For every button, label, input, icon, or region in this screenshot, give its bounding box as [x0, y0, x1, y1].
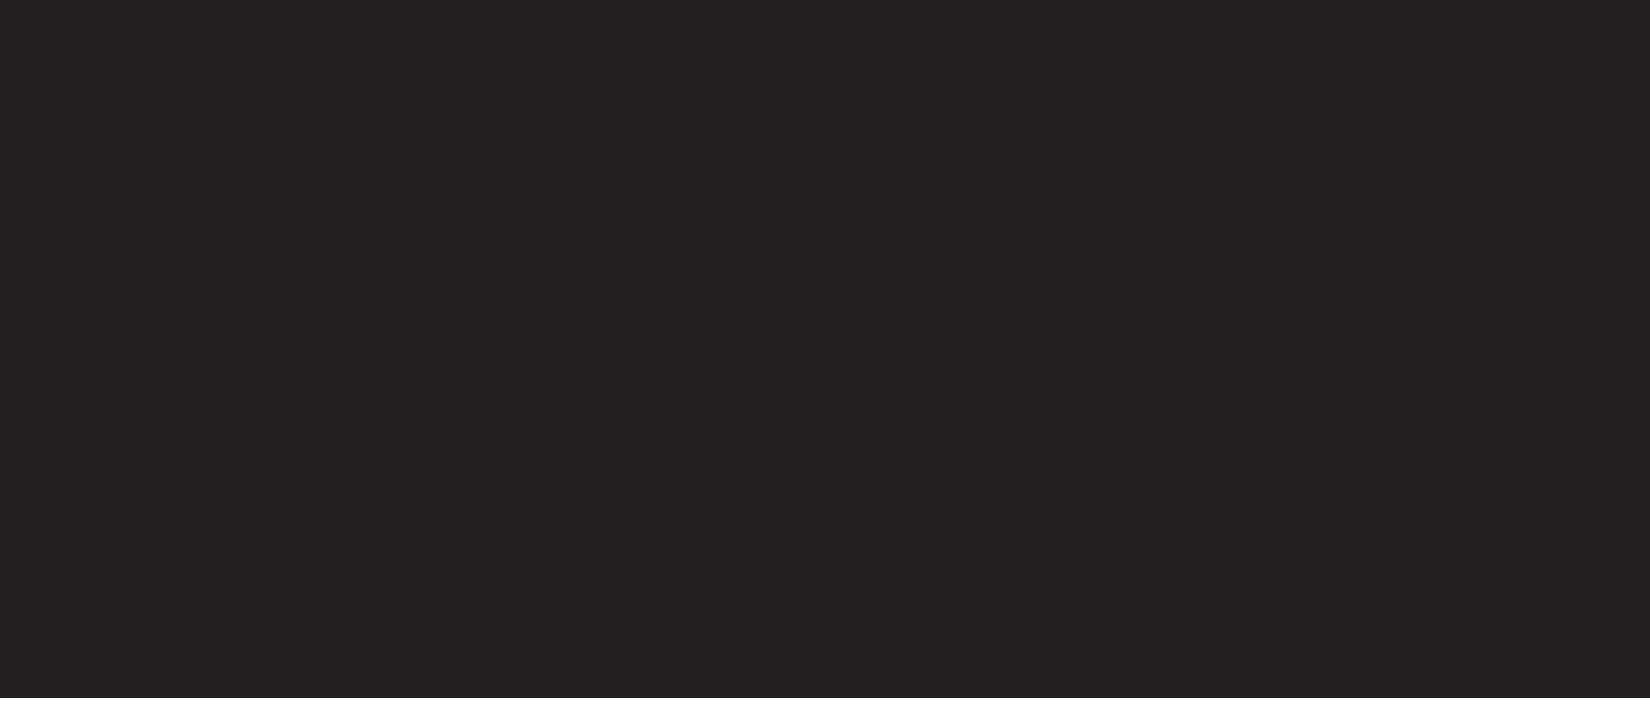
- bottom-white-strip: [0, 698, 1650, 708]
